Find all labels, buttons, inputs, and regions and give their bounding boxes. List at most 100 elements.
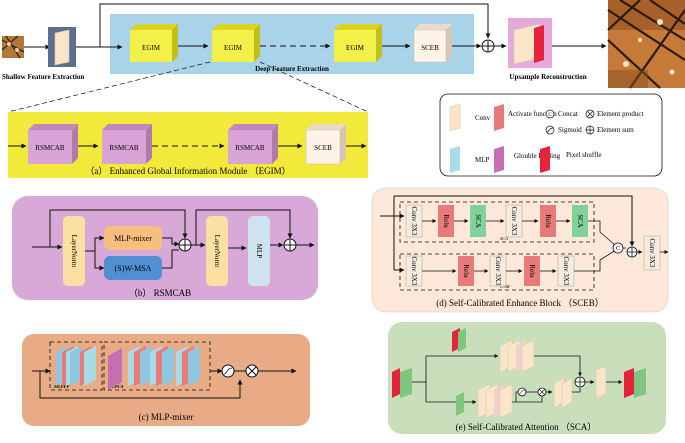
sceb-relu: Relu <box>438 205 454 237</box>
mlp-block: MLP <box>248 216 270 286</box>
top-block-sceb: SCEB <box>413 24 452 63</box>
element-sum-icon <box>626 246 638 258</box>
egim-block-rsmcab-3: RSMCAB <box>228 124 278 164</box>
mlp-mixer-block: MLP-mixer <box>104 226 162 250</box>
sigmoid-icon <box>221 364 235 378</box>
element-sum-icon <box>283 238 297 252</box>
egim-block-sceb: SCEB <box>305 124 346 165</box>
svg-text:Sigmoid: Sigmoid <box>558 126 582 134</box>
svg-text:LayerNorm: LayerNorm <box>213 235 221 268</box>
legend-mlp: MLP <box>450 146 490 173</box>
top-block-egim-3: EGIM <box>334 24 382 62</box>
svg-text:Element sum: Element sum <box>597 126 634 134</box>
egim-block-rsmcab-1: RSMCAB <box>28 124 78 164</box>
egim-caption: （a） Enhanced Global Information Module （… <box>85 166 290 176</box>
svg-text:Relu: Relu <box>528 264 536 278</box>
sceb-conv: Conv 3X3 <box>557 255 575 287</box>
egim-block-label: RSMCAB <box>235 144 265 152</box>
element-product-icon <box>537 387 547 397</box>
sca-bottom-pool <box>456 392 464 416</box>
egim-panel: RSMCAB RSMCAB RSMCAB SCEB （a） Enhanced G… <box>8 112 368 178</box>
element-sum-legend-icon: Element sum <box>585 125 634 135</box>
stage-label-shallow: Shallow Feature Extraction <box>2 73 84 81</box>
concat-icon: C <box>612 242 624 254</box>
top-block-label: SCEB <box>421 44 439 52</box>
mlpca-stack <box>108 346 200 390</box>
svg-text:Glouble Pooling: Glouble Pooling <box>514 152 561 160</box>
sceb-relu: Relu <box>458 256 474 286</box>
mlpff-stack <box>56 346 96 386</box>
concat-icon: C Concat <box>545 109 578 119</box>
layernorm-block-1: LayerNorm <box>63 216 85 286</box>
shallow-feature-conv <box>48 27 76 67</box>
rsmcab-caption: （b） RSMCAB <box>129 288 191 298</box>
top-block-label: EGIM <box>224 44 243 52</box>
svg-text:Activate function: Activate function <box>508 110 557 118</box>
sca-caption: (e) Self-Calibrated Attention （SCA） <box>456 422 597 432</box>
sceb-sca: SCA <box>470 205 486 237</box>
svg-text:Conv 3X3: Conv 3X3 <box>562 257 570 286</box>
stage-label-upsample: Upsample Reconstruction <box>509 73 586 81</box>
svg-text:MLP-mixer: MLP-mixer <box>114 234 152 243</box>
sceb-conv: Conv 3X3 <box>489 255 507 287</box>
svg-text:Concat: Concat <box>558 110 578 118</box>
top-block-egim-2: EGIM <box>212 24 260 62</box>
svg-text:Conv 3X3: Conv 3X3 <box>410 257 418 286</box>
sceb-top-row: Conv 3X3 Relu SCA Conv 3X3 Relu <box>405 204 617 247</box>
svg-text:Relu: Relu <box>544 214 552 228</box>
svg-text:Conv 3X3: Conv 3X3 <box>494 257 502 286</box>
sca-top-pool-out <box>452 328 466 352</box>
layernorm-block-2: LayerNorm <box>206 216 228 286</box>
egim-block-label: RSMCAB <box>109 144 139 152</box>
svg-text:C: C <box>548 113 552 118</box>
sca-output <box>624 368 646 398</box>
sca-panel: (e) Self-Calibrated Attention （SCA） <box>388 322 666 434</box>
sceb-conv: Conv 3X3 <box>405 255 423 287</box>
egim-block-rsmcab-2: RSMCAB <box>102 124 152 164</box>
svg-text:Conv 3X3: Conv 3X3 <box>510 207 518 236</box>
svg-text:Conv: Conv <box>475 114 491 122</box>
sca-input <box>392 368 412 398</box>
sceb-conv: Conv 3X3 <box>405 204 423 238</box>
svg-text:Relu: Relu <box>462 264 470 278</box>
svg-text:Conv 3X3: Conv 3X3 <box>648 239 656 268</box>
mlp-mixer-panel: MLPFF MLPCA <box>22 334 310 426</box>
sca-top-convs <box>499 339 535 373</box>
sceb-relu: Relu <box>524 256 540 286</box>
mlp-mixer-caption: (c) MLP-mixer <box>139 412 194 422</box>
svg-text:C: C <box>616 246 620 252</box>
wmsa-block: (S)W-MSA <box>104 256 162 280</box>
stage-label-deep: Deep Feature Extraction <box>255 65 329 73</box>
element-sum-icon <box>481 39 495 53</box>
top-pipeline: Shallow Feature Extraction EGIM EGIM EGI… <box>1 0 685 113</box>
element-product-icon: Element product <box>585 109 644 119</box>
sceb-sca: SCA <box>572 205 588 237</box>
element-sum-icon <box>178 238 192 252</box>
rsmcab-panel: LayerNorm MLP-mixer (S)W-MSA LayerNorm M… <box>12 196 318 300</box>
mlpff-tag: MLPFF <box>53 384 70 389</box>
svg-text:MLP: MLP <box>255 244 263 259</box>
legend-activation: Activate function <box>494 104 557 131</box>
legend-conv: Conv <box>449 103 491 132</box>
sceb-relu: Relu <box>540 205 556 237</box>
egim-block-label: SCEB <box>314 144 332 152</box>
sceb-conv: Conv 3X3 <box>505 204 523 238</box>
mlpca-tag: MLPCA <box>107 384 124 389</box>
legend-pixel-shuffle: Pixel shuffle <box>540 146 601 173</box>
sceb-bottom-row: Conv 3X3 Relu Conv 3X3 Relu Conv 3X3 <box>405 249 617 287</box>
legend: Conv Activate function C Concat Element … <box>439 93 663 177</box>
svg-text:Element product: Element product <box>597 110 644 118</box>
input-image <box>1 35 25 59</box>
svg-text:Pixel shuffle: Pixel shuffle <box>566 151 601 159</box>
egim-block-label: RSMCAB <box>35 144 65 152</box>
sceb-caption: (d) Self-Calibrated Enhance Block （SCEB） <box>436 298 603 308</box>
svg-text:SCA: SCA <box>576 214 584 228</box>
svg-text:MLP: MLP <box>475 156 490 164</box>
legend-pooling: Glouble Pooling <box>494 146 561 173</box>
sca-out-conv <box>595 365 607 399</box>
svg-text:SCA: SCA <box>474 214 482 228</box>
svg-text:(S)W-MSA: (S)W-MSA <box>115 264 152 273</box>
sca-bottom-out-convs <box>553 377 573 409</box>
upsample-block <box>508 18 552 68</box>
